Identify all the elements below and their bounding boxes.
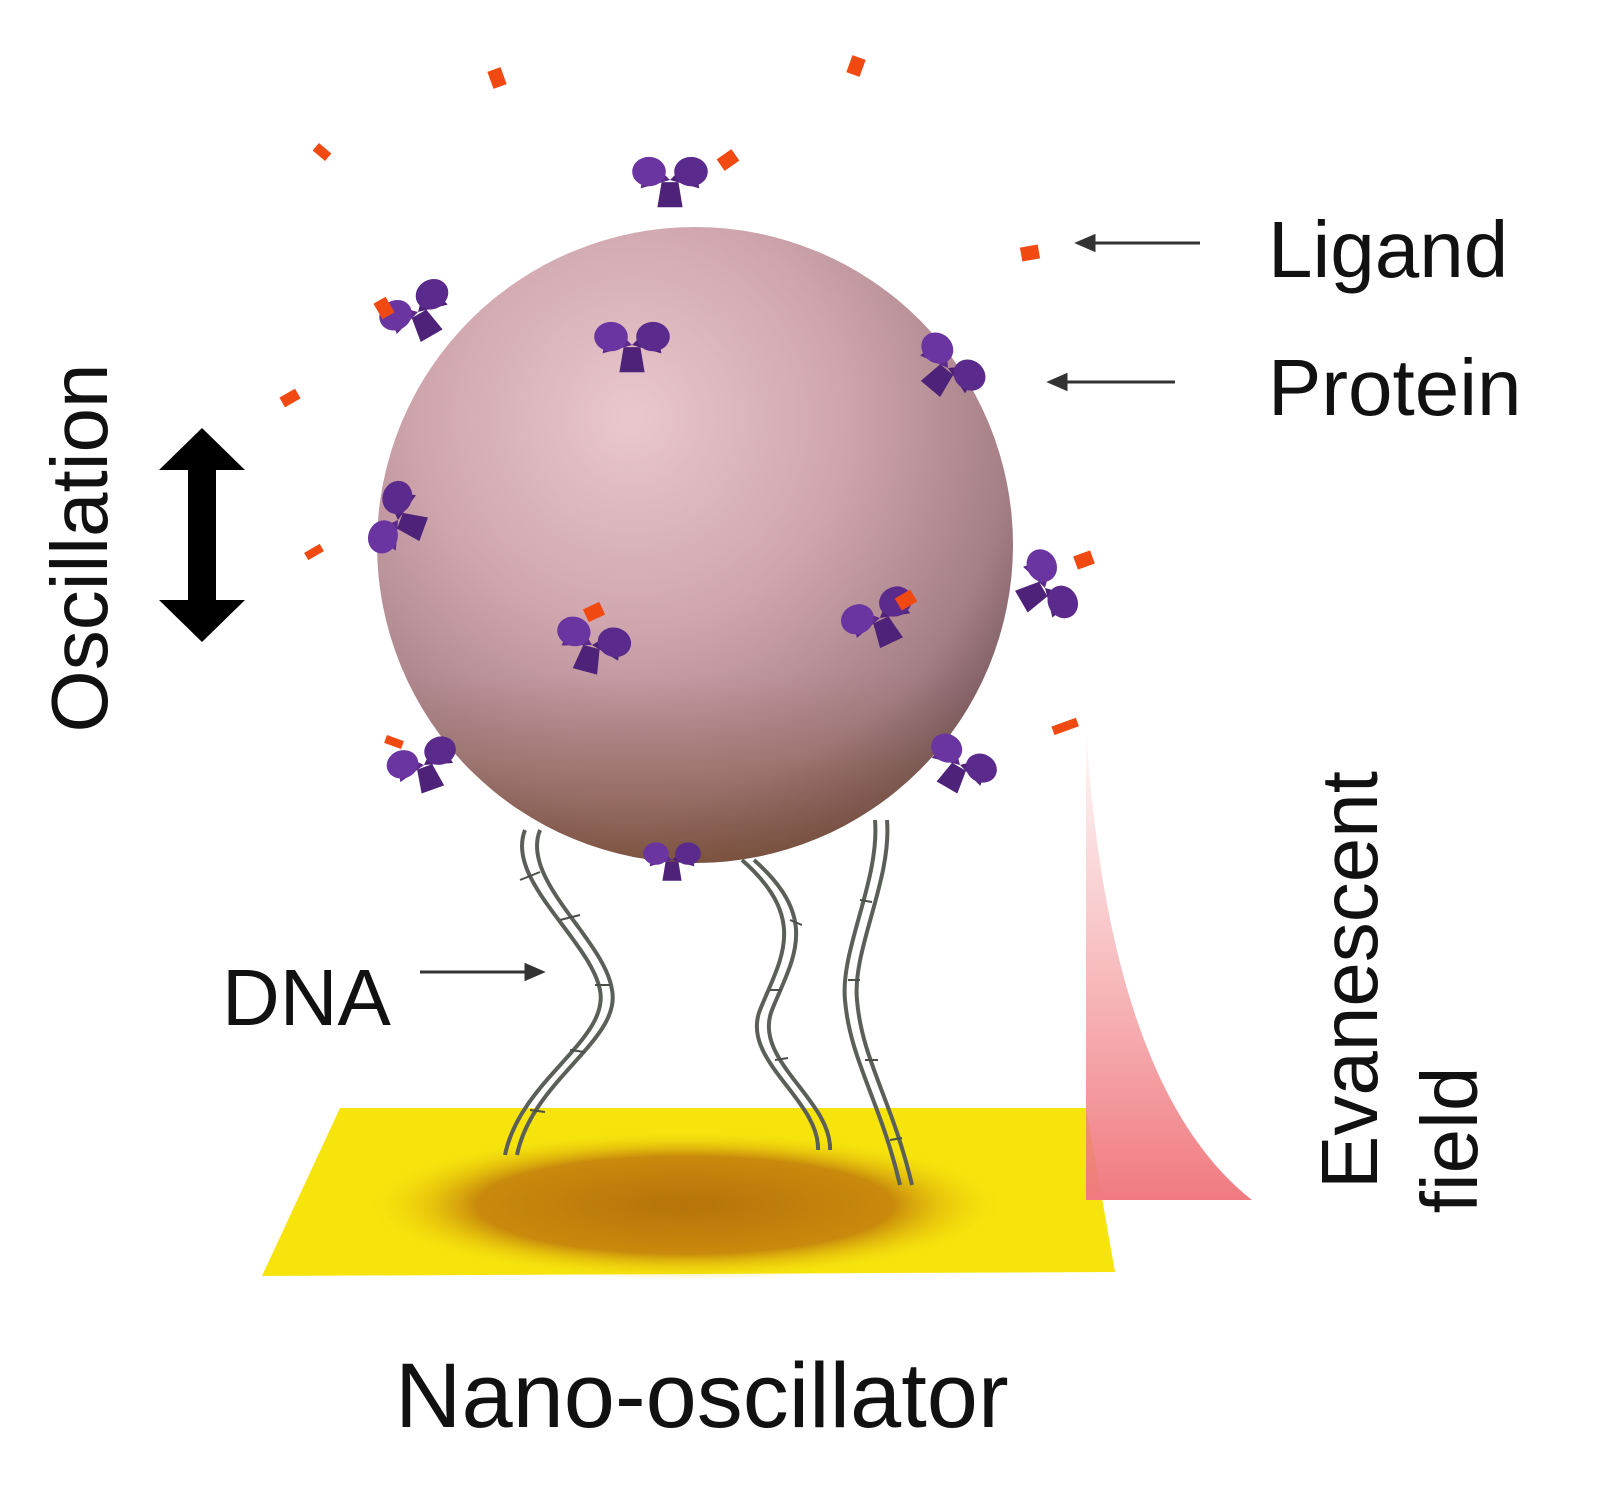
dna-strands <box>503 819 914 1186</box>
label-field: field <box>1405 1066 1494 1214</box>
dna-rungs <box>519 871 903 1141</box>
label-oscillation: Oscillation <box>35 363 124 733</box>
label-protein: Protein <box>1268 343 1522 432</box>
label-evanescent: Evanescent <box>1305 770 1394 1190</box>
double-vertical-arrow-icon <box>159 428 245 642</box>
evanescent-field-profile <box>1086 728 1252 1200</box>
label-ligand: Ligand <box>1268 205 1509 294</box>
label-pointer-arrows <box>420 233 1200 982</box>
label-nano-oscillator: Nano-oscillator <box>395 1345 1009 1447</box>
field-top-ligand <box>1051 717 1079 736</box>
nanoparticle-sphere-shade <box>377 227 1013 863</box>
substrate-shadow <box>365 1130 1005 1280</box>
label-dna: DNA <box>222 953 391 1042</box>
